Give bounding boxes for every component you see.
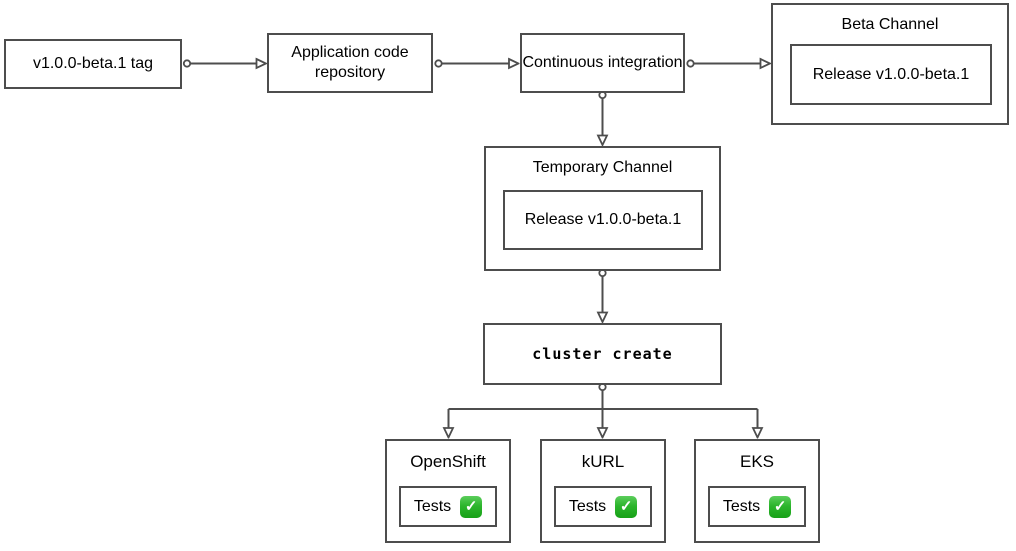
app-code-repository-label: Application code repository (291, 44, 409, 81)
temporary-channel-release-box: Release v1.0.0-beta.1 (503, 190, 703, 250)
check-mark-icon: ✓ (769, 495, 792, 518)
check-mark-icon: ✓ (460, 495, 483, 518)
node-beta-channel: Beta Channel Release v1.0.0-beta.1 (771, 3, 1009, 125)
version-tag-label: v1.0.0-beta.1 tag (32, 55, 154, 72)
node-app-code-repository: Application code repository (267, 33, 433, 93)
beta-channel-release-box: Release v1.0.0-beta.1 (790, 44, 992, 105)
node-eks: EKS Tests ✓ (694, 439, 820, 543)
node-cluster-create: cluster create (483, 323, 722, 385)
openshift-tests-label: Tests (413, 497, 452, 515)
node-temporary-channel: Temporary Channel Release v1.0.0-beta.1 (484, 146, 721, 271)
temporary-channel-title: Temporary Channel (532, 159, 673, 176)
kurl-tests-box: Tests ✓ (554, 486, 652, 527)
check-mark-icon: ✓ (615, 495, 638, 518)
kurl-title: kURL (581, 452, 625, 471)
beta-channel-title: Beta Channel (841, 16, 939, 33)
openshift-title: OpenShift (410, 452, 486, 471)
kurl-tests-label: Tests (568, 497, 607, 515)
eks-tests-label: Tests (722, 497, 761, 515)
node-continuous-integration: Continuous integration (520, 33, 685, 93)
openshift-tests-box: Tests ✓ (399, 486, 497, 527)
continuous-integration-label: Continuous integration (522, 54, 683, 71)
beta-channel-release-label: Release v1.0.0-beta.1 (812, 65, 970, 83)
eks-title: EKS (739, 452, 775, 471)
node-kurl: kURL Tests ✓ (540, 439, 666, 543)
eks-tests-box: Tests ✓ (708, 486, 806, 527)
node-openshift: OpenShift Tests ✓ (385, 439, 511, 543)
cluster-create-label: cluster create (532, 345, 673, 363)
temporary-channel-release-label: Release v1.0.0-beta.1 (524, 211, 682, 228)
node-version-tag: v1.0.0-beta.1 tag (4, 39, 182, 89)
